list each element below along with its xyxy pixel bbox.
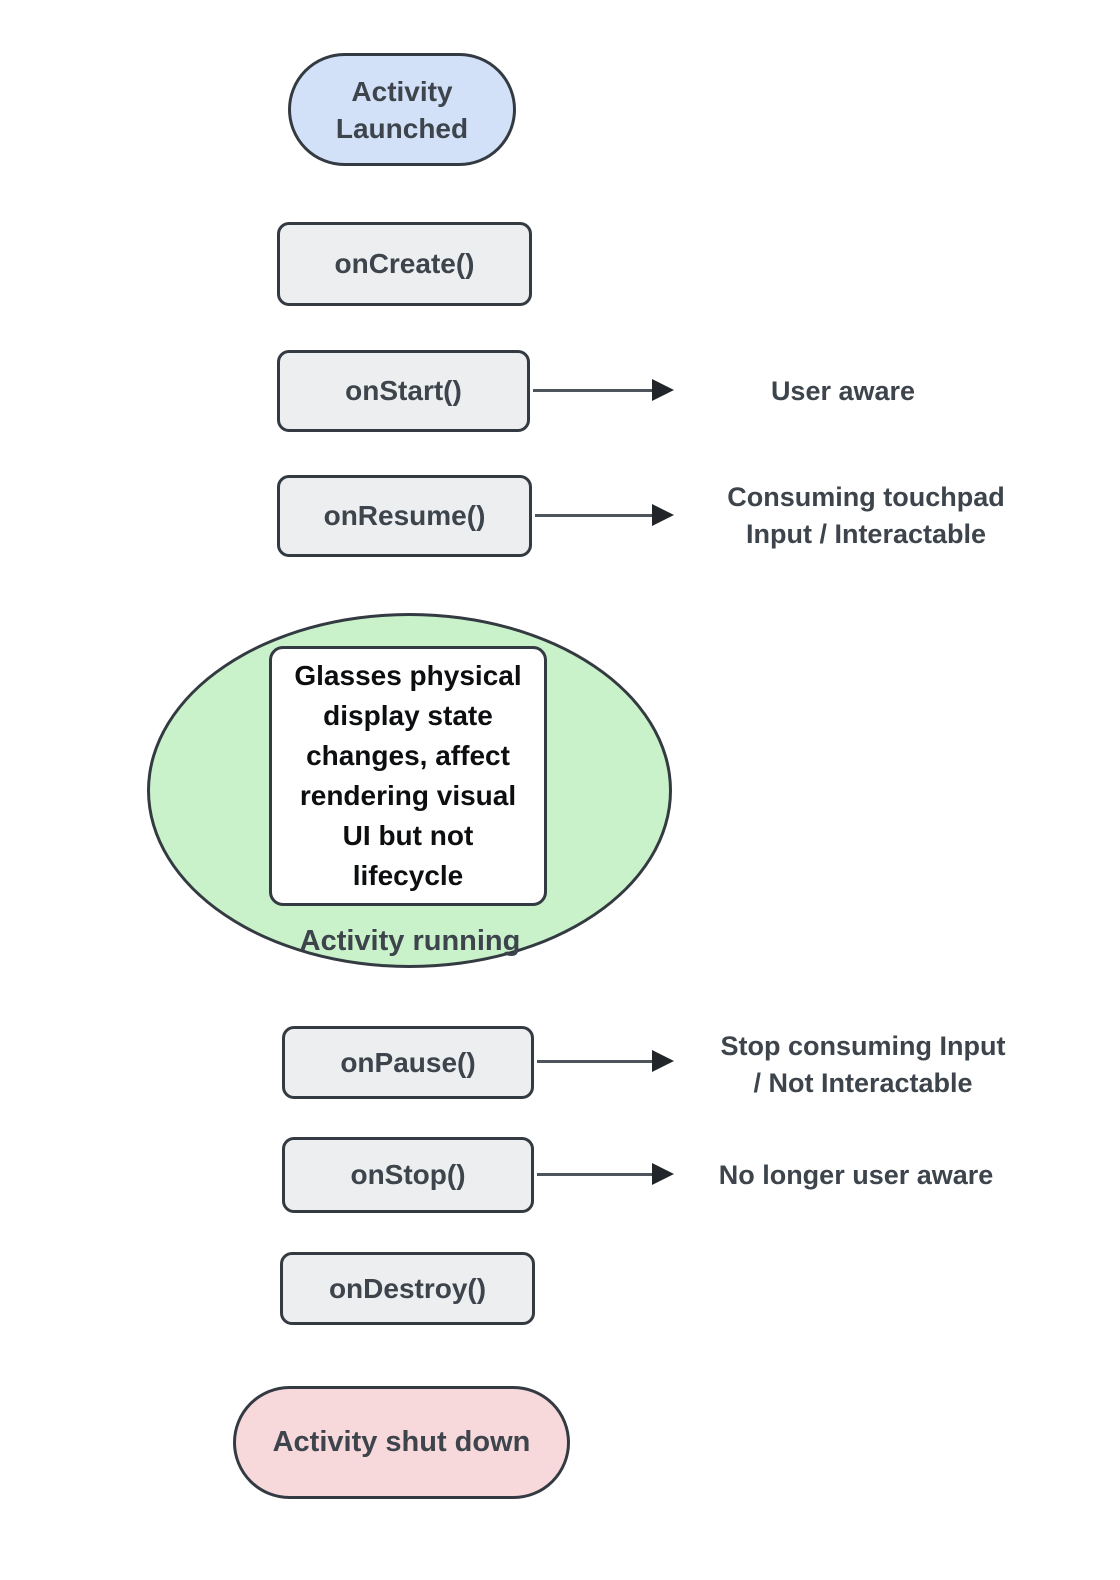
- end-node-activity-shut-down: Activity shut down: [233, 1386, 570, 1499]
- arrowhead-right-icon: [652, 1163, 674, 1185]
- stage-onstart-label: onStart(): [345, 375, 462, 406]
- stage-onstop-label: onStop(): [350, 1159, 466, 1190]
- onstop-annotation: No longer user aware: [718, 1160, 994, 1190]
- stage-oncreate: onCreate(): [277, 222, 532, 306]
- stage-oncreate-label: onCreate(): [334, 248, 475, 279]
- onresume-annotation: Consuming touchpad Input / Interactable: [727, 482, 1005, 549]
- stage-ondestroy: onDestroy(): [280, 1252, 535, 1325]
- running-state-note: Glasses physical display state changes, …: [269, 646, 547, 906]
- stage-onpause-label: onPause(): [340, 1046, 476, 1078]
- arrowhead-right-icon: [652, 1050, 674, 1072]
- arrowhead-right-icon: [652, 504, 674, 526]
- start-node-label: Activity Launched: [335, 75, 469, 144]
- onstop-connector-arrow: [537, 1163, 674, 1185]
- stage-ondestroy-label: onDestroy(): [328, 1272, 487, 1304]
- onresume-connector-arrow: [535, 504, 674, 526]
- stage-onresume-label: onResume(): [323, 500, 486, 531]
- stage-onresume: onResume(): [277, 475, 532, 557]
- running-state-label: Activity running: [299, 925, 521, 957]
- arrowhead-right-icon: [652, 379, 674, 401]
- onstart-connector-arrow: [533, 379, 674, 401]
- stage-onpause: onPause(): [282, 1026, 534, 1099]
- onpause-connector-arrow: [537, 1050, 674, 1072]
- stage-onstop: onStop(): [282, 1137, 534, 1213]
- end-node-label: Activity shut down: [272, 1426, 531, 1458]
- onstart-annotation: User aware: [770, 376, 916, 406]
- onpause-annotation: Stop consuming Input / Not Interactable: [720, 1031, 1006, 1098]
- start-node-activity-launched: Activity Launched: [288, 53, 516, 166]
- stage-onstart: onStart(): [277, 350, 530, 432]
